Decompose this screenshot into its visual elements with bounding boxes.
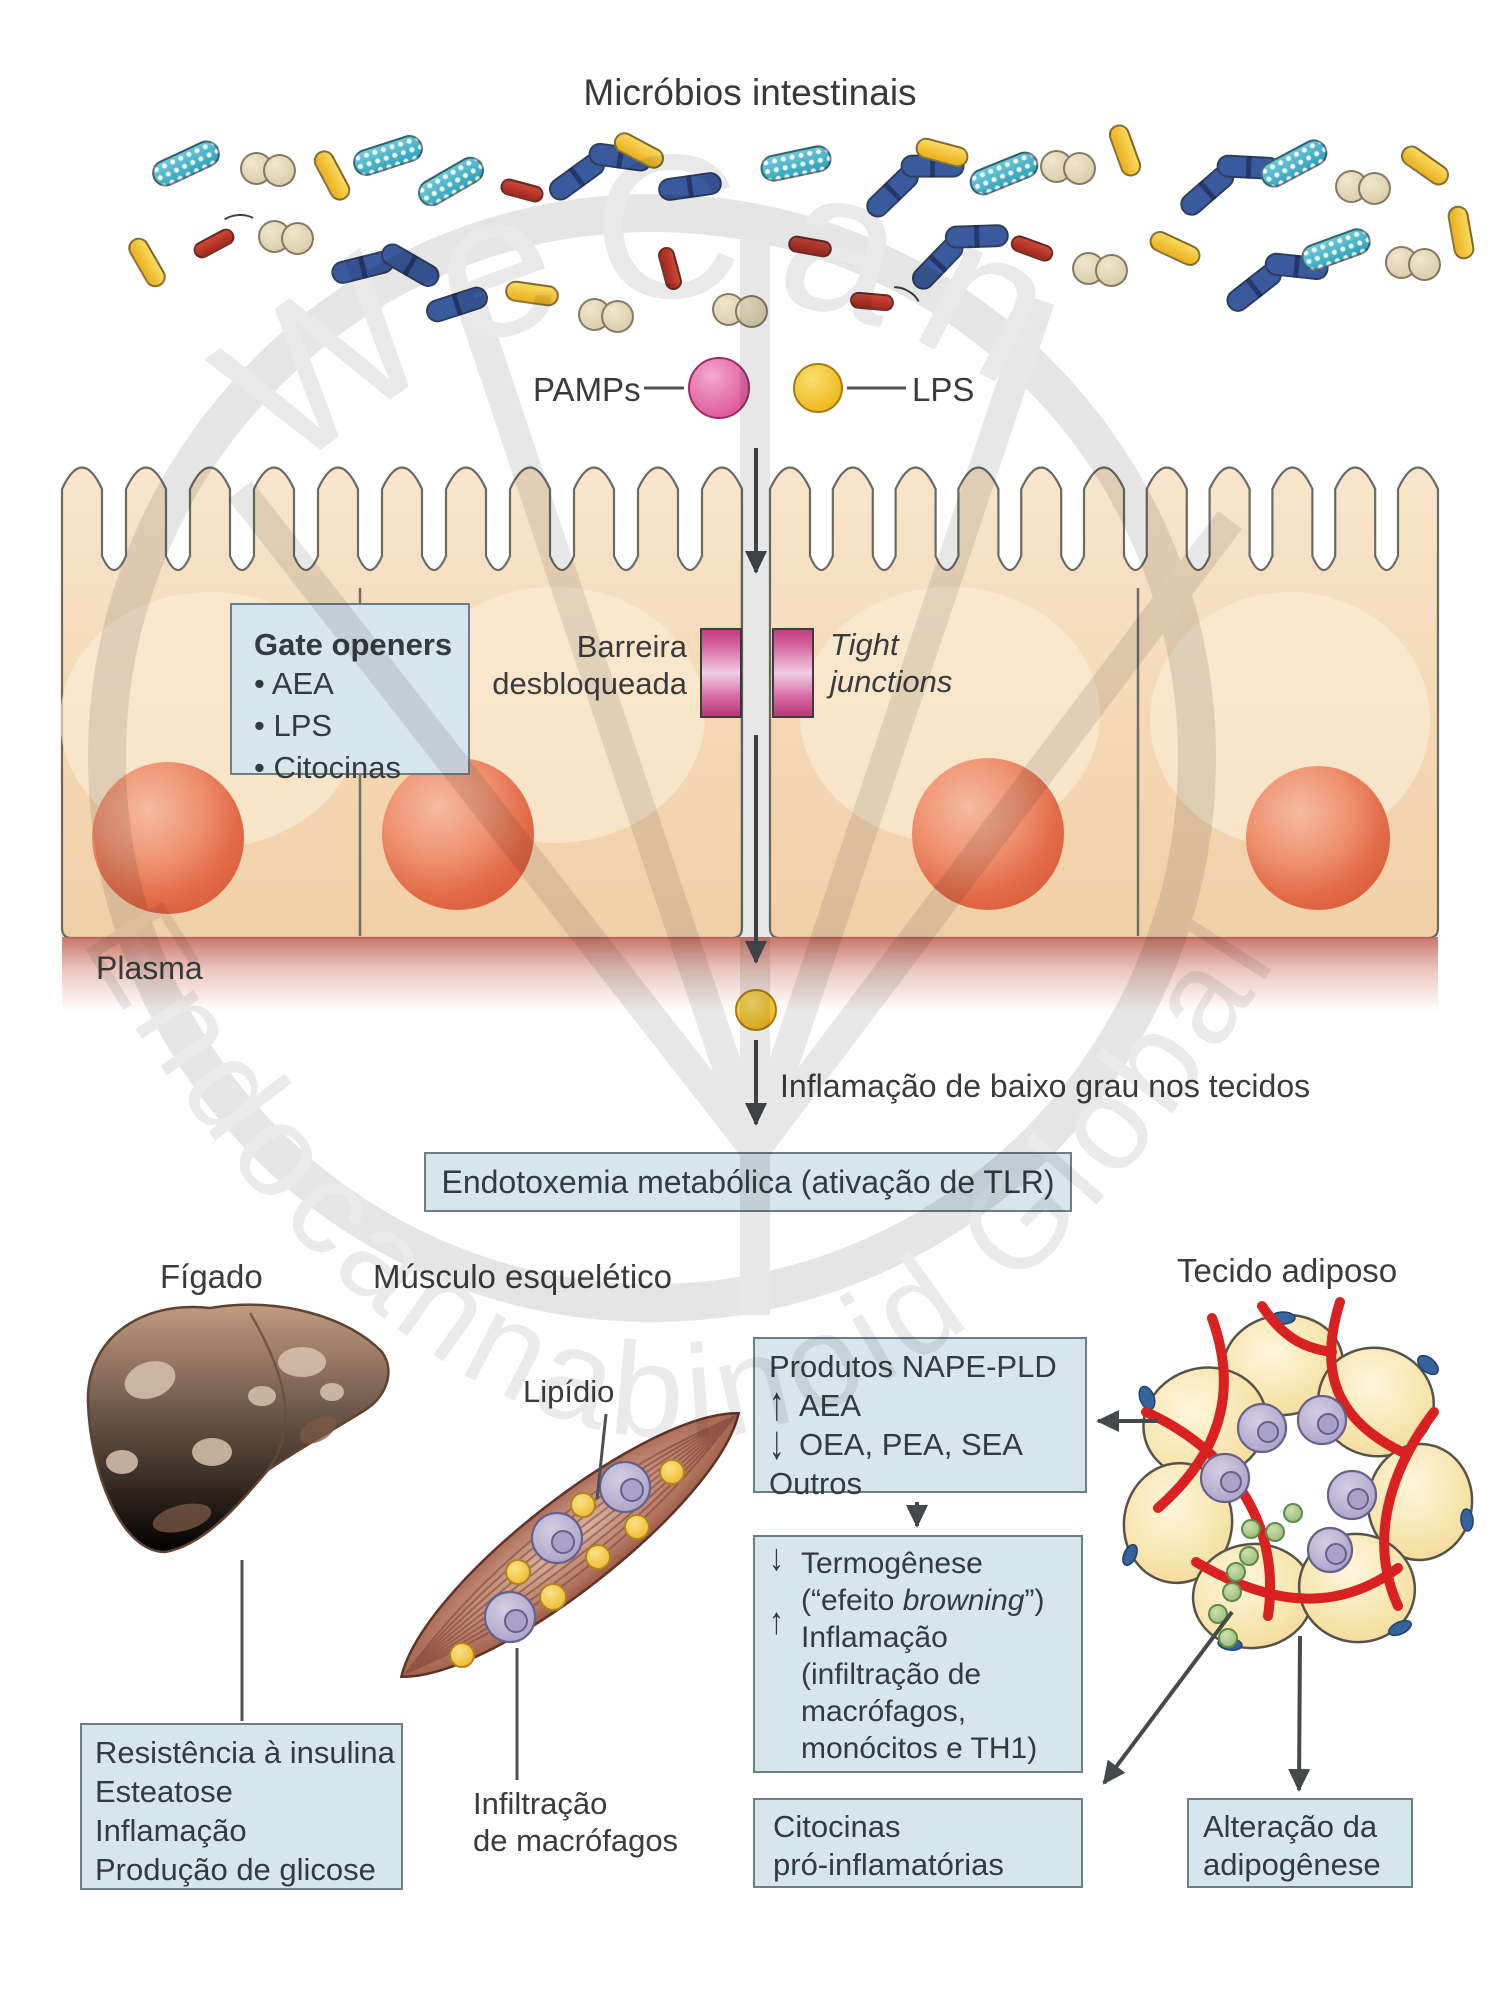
arrow-adipose-to-cytokines: [1102, 1610, 1234, 1785]
thermo-up-row: ↑ Inflamação (infiltração de macrófagos,…: [769, 1601, 1067, 1767]
liver-outcomes-box: Resistência à insulina Esteatose Inflama…: [80, 1723, 403, 1890]
muscle-illustration: [399, 1411, 741, 1679]
page-title: Micróbios intestinais: [583, 72, 917, 113]
monocyte-dots: [1208, 1503, 1303, 1648]
down-arrow-icon: ↓: [769, 1415, 785, 1470]
microbe-icon: [1335, 170, 1393, 206]
arrow-adipose-to-adipogenesis: [1288, 1635, 1311, 1792]
nape-pld-box: Produtos NAPE-PLD ↑AEA ↓OEA, PEA, SEA Ou…: [753, 1337, 1087, 1501]
nape-others-line: Outros: [769, 1466, 863, 1501]
lipid-droplets: [449, 1459, 685, 1668]
liver-illustration: [86, 1303, 390, 1554]
lipid-label: Lipídio: [523, 1374, 615, 1409]
thermogenesis-box: ↓ Termogênese (“efeito browning”) ↑ Infl…: [753, 1535, 1083, 1773]
nape-title: Produtos NAPE-PLD: [769, 1349, 1057, 1384]
microbe-icon: [1040, 150, 1098, 186]
lipid-pointer-line: [595, 1413, 608, 1500]
microbe-icon: [1385, 246, 1443, 282]
translocated-lps-icon: [735, 989, 777, 1031]
nape-oea-line: ↓OEA, PEA, SEA: [769, 1415, 1085, 1469]
blood-vessels: [1141, 1297, 1439, 1621]
muscle-macrophages: [483, 1460, 652, 1644]
microbe-icon: [240, 152, 298, 188]
up-arrow-icon: ↑: [769, 1601, 784, 1643]
up-arrow-icon: ↑: [769, 1376, 785, 1431]
thermo-down-row: ↓ Termogênese (“efeito browning”): [769, 1537, 1067, 1619]
adipose-macrophages: [1199, 1394, 1378, 1574]
nape-aea-line: ↑AEA: [769, 1376, 1085, 1430]
down-arrow-icon: ↓: [769, 1537, 784, 1579]
